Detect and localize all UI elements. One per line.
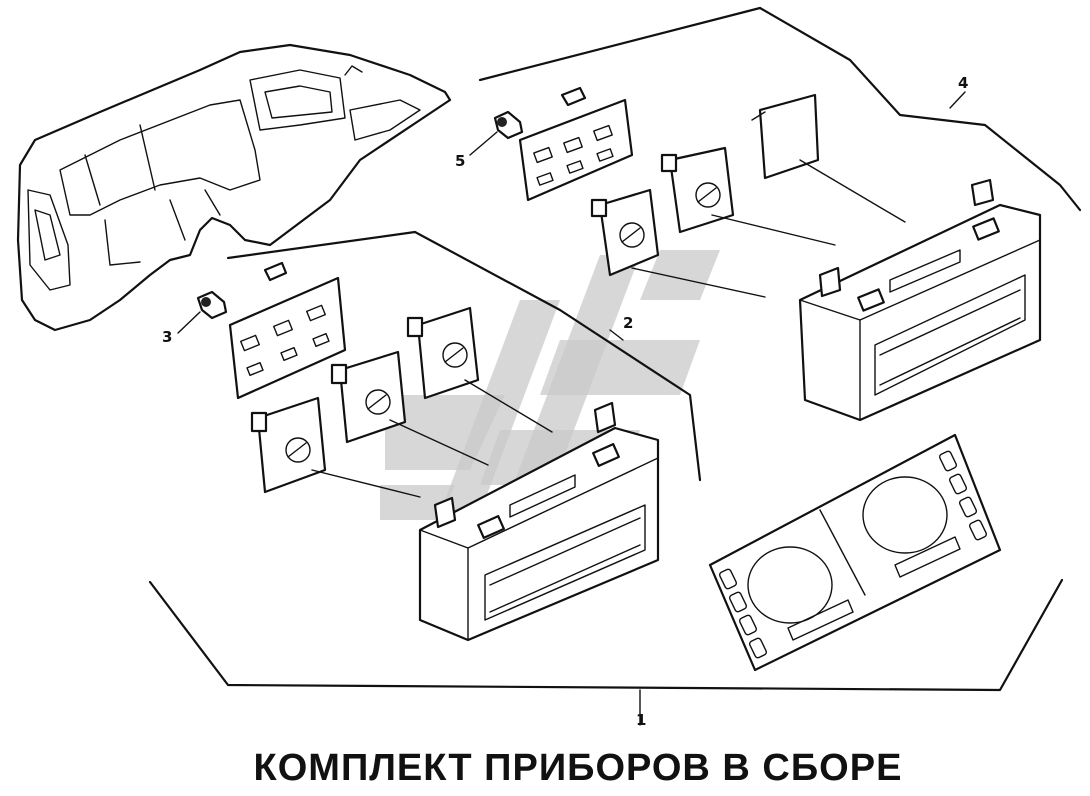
housing-lower	[418, 401, 660, 642]
knob-unit-lower-b	[330, 350, 489, 466]
switch-plate-upper	[518, 86, 634, 202]
knob-unit-upper-a	[590, 188, 766, 298]
callout-1: 1	[636, 711, 646, 729]
switch-plate-lower	[228, 261, 347, 400]
callout-4: 4	[958, 74, 968, 92]
filter-plate-upper	[751, 93, 906, 223]
dashboard-shell	[16, 43, 452, 332]
callout-3: 3	[162, 328, 172, 346]
callout-leaders	[609, 91, 966, 341]
callout-5: 5	[455, 152, 465, 170]
bulb-socket-3	[177, 290, 228, 334]
callout-2: 2	[623, 314, 633, 332]
knob-unit-lower-c	[406, 306, 553, 433]
knob-unit-upper-b	[660, 146, 836, 246]
cluster-bezel	[708, 433, 1002, 672]
knob-unit-lower-a	[250, 396, 421, 498]
bulb-socket-5	[469, 110, 524, 156]
assembly-outline	[148, 6, 1082, 726]
diagram-caption: КОМПЛЕКТ ПРИБОРОВ В СБОРЕ	[254, 747, 903, 789]
housing-upper	[798, 178, 1042, 422]
